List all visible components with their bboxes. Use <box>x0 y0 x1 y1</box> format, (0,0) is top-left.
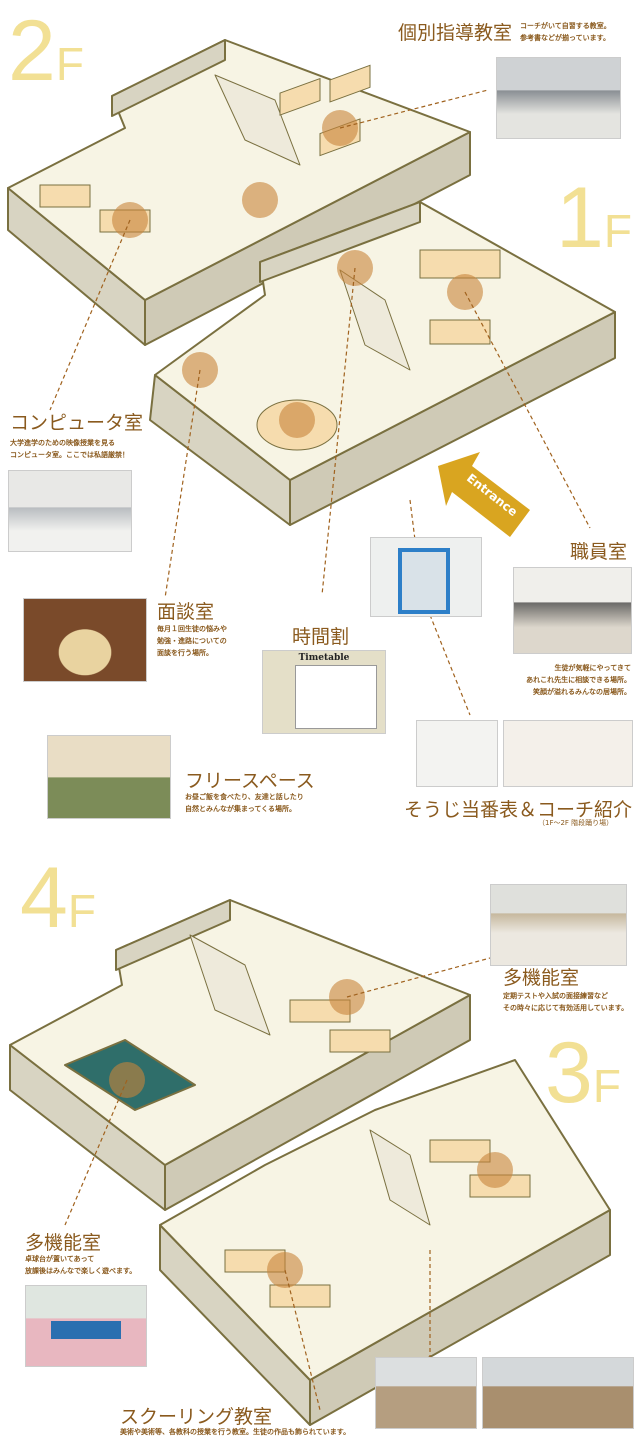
room-desc-computer: 大学進学のための映像授業を見る コンピュータ室。ここでは私語厳禁！ <box>10 439 129 459</box>
photo-computer <box>8 470 132 552</box>
room-title-takinou-4f: 多機能室 <box>503 967 580 989</box>
room-desc-takinou-4f: 定期テストや入試の面接練習など その時々に応じて有効活用しています。 <box>503 992 629 1012</box>
timetable-board-title: Timetable <box>298 653 350 663</box>
photo-takinou-4f <box>490 884 627 966</box>
photo-coach-intro <box>503 720 633 787</box>
room-note-souji: （1F～2F 階段踊り場） <box>538 819 614 827</box>
room-title-mendan: 面談室 <box>157 601 215 623</box>
photo-shokuin <box>513 567 632 654</box>
room-desc-shokuin: 生徒が気軽にやってきて あれこれ先生に相談できる場所。 笑顔が溢れるみんなの居場… <box>526 664 631 696</box>
floor-label-2f: 2F <box>8 3 84 99</box>
photo-schooling-1 <box>375 1357 477 1429</box>
room-desc-kobetsu: コーチがいて自習する教室。 参考書などが揃っています。 <box>520 22 611 42</box>
photo-timetable: Timetable <box>262 650 386 734</box>
room-title-shokuin: 職員室 <box>570 541 628 563</box>
floor-label-4f: 4F <box>20 850 96 946</box>
room-title-free: フリースペース <box>185 770 315 792</box>
room-desc-free: お昼ご飯を食べたり、友達と話したり 自然とみんなが集まってくる場所。 <box>185 793 304 813</box>
room-title-souji: そうじ当番表＆コーチ紹介 <box>404 799 633 821</box>
photo-schooling-2 <box>482 1357 634 1429</box>
room-title-kobetsu: 個別指導教室 <box>398 22 513 44</box>
photo-table-tennis <box>25 1285 147 1367</box>
room-desc-schooling: 美術や美術等、各教科の授業を行う教室。生徒の作品も飾られています。 <box>120 1428 351 1436</box>
room-title-schooling: スクーリング教室 <box>120 1406 273 1428</box>
room-desc-takinou-pp: 卓球台が置いてあって 放課後はみんなで楽しく遊べます。 <box>25 1255 137 1275</box>
photo-mendan <box>23 598 147 682</box>
photo-kobetsu <box>496 57 621 139</box>
room-title-takinou-pp: 多機能室 <box>25 1232 102 1254</box>
photo-free-space <box>47 735 171 819</box>
room-desc-mendan: 毎月１回生徒の悩みや 勉強・進路についての 面談を行う場所。 <box>157 625 227 657</box>
floor-4f-plan <box>9 899 471 1211</box>
photo-souji-chart <box>416 720 498 787</box>
floor-label-1f: 1F <box>556 170 632 266</box>
floor-label-3f: 3F <box>545 1025 621 1121</box>
photo-entrance <box>370 537 482 617</box>
entrance-arrow-icon <box>438 452 530 537</box>
room-title-jikanwari: 時間割 <box>292 626 350 648</box>
room-title-computer: コンピュータ室 <box>10 412 144 434</box>
